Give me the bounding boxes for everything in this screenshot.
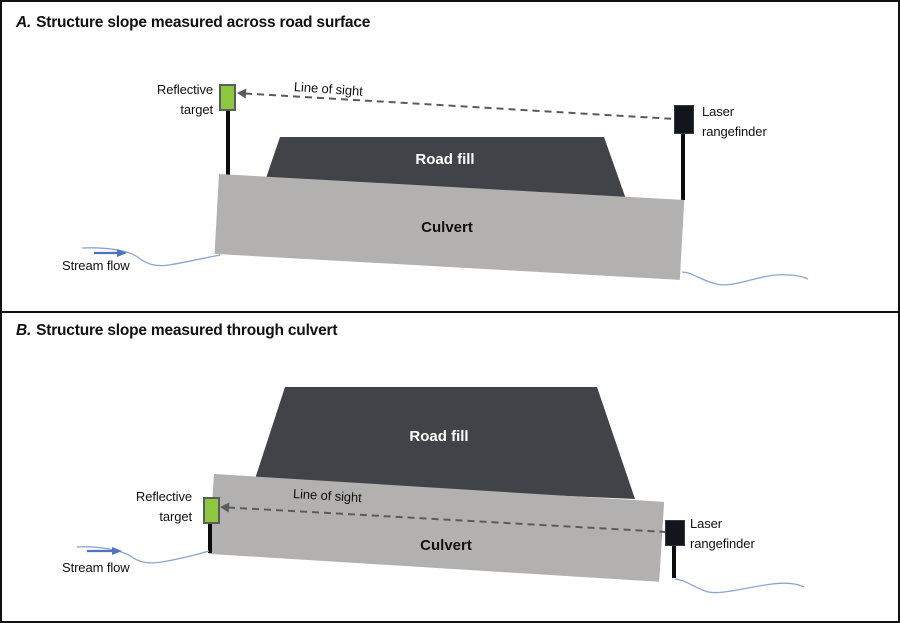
- panel-a-title-text: Structure slope measured across road sur…: [36, 14, 371, 31]
- laser-rangefinder: [665, 520, 685, 546]
- panel-b-letter: B.: [16, 322, 32, 339]
- laser-rangefinder-label: Laser rangefinder: [702, 104, 767, 139]
- panel-a-letter: A.: [16, 14, 32, 31]
- stream-line: [81, 247, 221, 267]
- stream-line: [681, 271, 809, 286]
- laser-pole: [681, 132, 685, 200]
- target-pole: [226, 107, 230, 179]
- panel-b-title: B.Structure slope measured through culve…: [16, 322, 338, 340]
- culvert-label: Culvert: [420, 537, 472, 554]
- stream-flow-arrow-icon: [94, 249, 127, 257]
- panel-divider: [2, 311, 898, 313]
- road-fill-label: Road fill: [415, 151, 475, 168]
- reflective-target: [203, 497, 220, 524]
- dashed-line: [244, 92, 674, 120]
- reflective-target: [219, 84, 236, 111]
- stream-line: [76, 546, 210, 564]
- target-pole: [208, 520, 212, 553]
- stream-flow-arrow-icon: [87, 547, 122, 555]
- culvert-label: Culvert: [421, 219, 473, 236]
- stream-flow-label: Stream flow: [62, 560, 130, 575]
- stream-line: [674, 578, 805, 594]
- road-fill-label: Road fill: [409, 428, 469, 445]
- laser-pole: [672, 543, 676, 578]
- reflective-target-label: Reflective target: [156, 82, 213, 117]
- panel-b-title-text: Structure slope measured through culvert: [36, 322, 338, 339]
- panel-a-title: A.Structure slope measured across road s…: [16, 14, 370, 32]
- reflective-target-label: Reflective target: [135, 489, 192, 524]
- laser-rangefinder: [674, 105, 694, 134]
- laser-rangefinder-label: Laser rangefinder: [690, 516, 755, 551]
- stream-flow-label: Stream flow: [62, 258, 130, 273]
